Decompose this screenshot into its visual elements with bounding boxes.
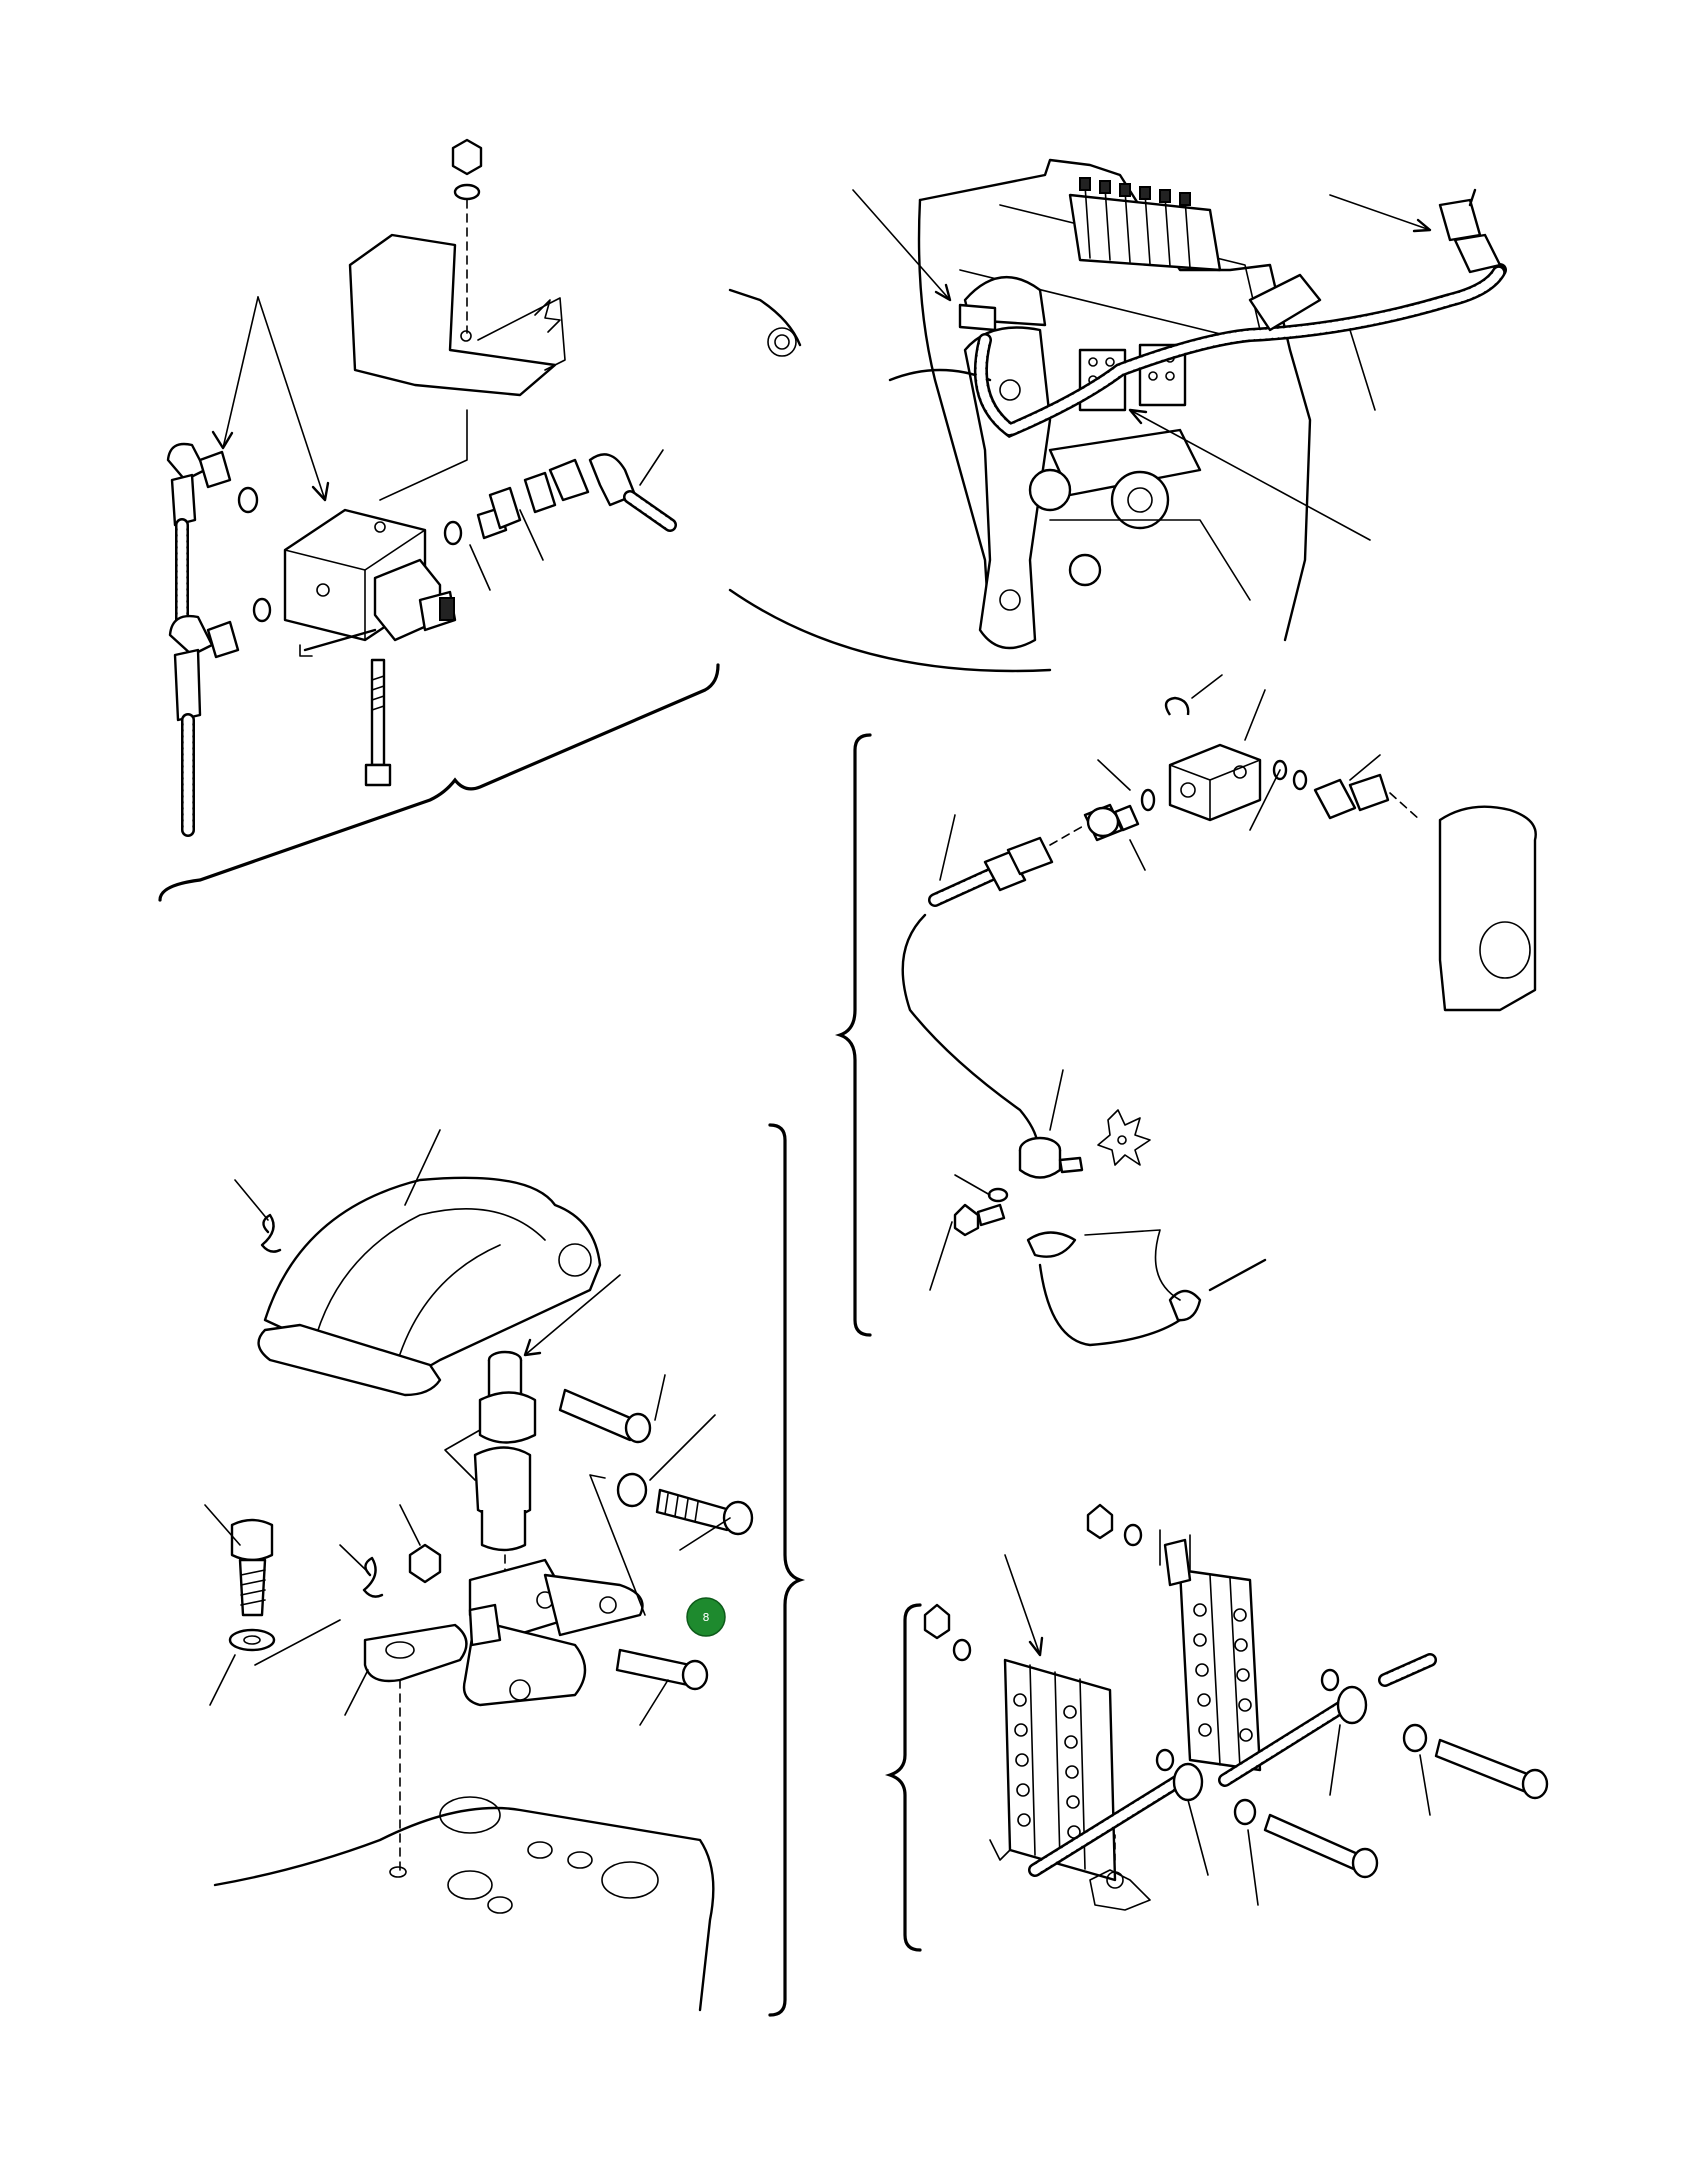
clevis-pin xyxy=(558,1388,652,1444)
cable-clamp-assembly xyxy=(834,674,1537,1347)
injection-pump xyxy=(1068,177,1222,272)
bolt-lower xyxy=(1233,1798,1379,1879)
lower-elbow-hose xyxy=(168,597,272,837)
pressure-switch xyxy=(299,558,457,657)
angled-hose-fitting xyxy=(588,453,677,532)
upper-nut xyxy=(1086,1503,1114,1540)
long-bolt xyxy=(364,658,392,787)
mounting-point xyxy=(1097,1109,1151,1166)
loose-sleeve xyxy=(1378,1653,1437,1687)
upper-washer xyxy=(1123,1523,1143,1547)
pivot-bracket xyxy=(888,326,1052,650)
upper-elbow-hose xyxy=(166,442,259,627)
adapter-washer xyxy=(1140,788,1156,812)
snap-ring xyxy=(1164,696,1190,716)
threaded-adapter xyxy=(1049,803,1140,846)
lock-nut xyxy=(451,138,483,334)
group-brace-4 xyxy=(768,1123,806,2017)
cross-block xyxy=(1168,743,1262,822)
cab-switch-bracket xyxy=(1248,188,1502,332)
tractor-chassis-routing xyxy=(728,158,1507,673)
bolt-with-washer xyxy=(616,1472,754,1536)
pin-lower xyxy=(615,1648,709,1691)
hex-bolt-vertical xyxy=(228,1518,276,1652)
r-clip-lower xyxy=(362,1556,384,1598)
sleeve-upper xyxy=(1218,1668,1368,1787)
marker-circle xyxy=(686,1597,726,1637)
switch-cable xyxy=(901,913,1040,1162)
arrow-callout-2 xyxy=(257,296,326,501)
cable-clip xyxy=(1018,1136,1084,1179)
pressure-sender xyxy=(1313,773,1421,821)
sleeve-lower xyxy=(1028,1748,1204,1877)
clip-washer xyxy=(987,1187,1009,1203)
gear-housing xyxy=(1028,428,1251,601)
cylinder-body xyxy=(1438,805,1537,1012)
lower-mount xyxy=(1089,1834,1151,1911)
split-ring-2 xyxy=(1168,1289,1202,1322)
group-brace-1 xyxy=(158,663,720,902)
front-washer xyxy=(952,1638,972,1662)
arrow-callout-1 xyxy=(222,296,259,449)
pivot-bracket-assembly xyxy=(204,1123,806,2017)
clip-screw xyxy=(953,1203,1006,1237)
front-nut xyxy=(923,1603,951,1640)
pivot-bracket-lower xyxy=(462,1558,644,1707)
cable-connector xyxy=(928,836,1054,907)
split-ring-1 xyxy=(1026,1231,1077,1258)
saddle-clamp xyxy=(958,276,1047,332)
bolt-upper xyxy=(1402,1723,1549,1800)
r-clip-upper xyxy=(260,1213,282,1253)
group-brace-3 xyxy=(834,733,872,1337)
terminal-block-rear xyxy=(1159,1529,1262,1772)
terminal-block-front xyxy=(989,1658,1117,1882)
hydraulic-block-assembly xyxy=(158,138,720,902)
base-plate xyxy=(213,1796,715,2012)
group-brace-5 xyxy=(884,1603,922,1952)
hex-nut xyxy=(408,1543,442,1584)
terminal-strip-assembly xyxy=(884,1503,1549,1952)
mounting-plate xyxy=(348,233,566,397)
saddle-casting xyxy=(257,1176,602,1397)
pivot-pin xyxy=(473,1350,537,1641)
green-marker: 8 xyxy=(686,1597,726,1637)
adapter-fittings xyxy=(443,458,590,546)
o-ring-2 xyxy=(1292,769,1308,791)
link-plate xyxy=(363,1623,468,1683)
marker-label: 8 xyxy=(703,1611,710,1624)
